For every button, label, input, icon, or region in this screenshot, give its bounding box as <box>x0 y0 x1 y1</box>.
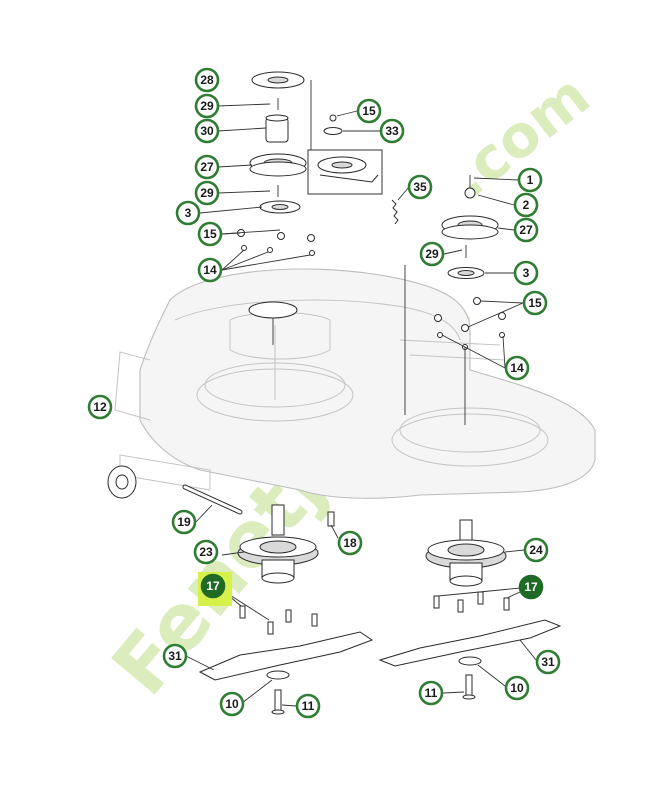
callout-29-label: 29 <box>200 186 214 200</box>
callout-27-label: 27 <box>519 223 533 237</box>
callout-2-label: 2 <box>523 198 530 212</box>
callout-10-label: 10 <box>225 697 239 711</box>
callout-31[interactable]: 31 <box>162 643 188 669</box>
callout-29[interactable]: 29 <box>419 241 445 267</box>
rod-19 <box>182 484 335 527</box>
callout-29-label: 29 <box>425 247 439 261</box>
callout-3-label: 3 <box>185 206 192 220</box>
callout-27[interactable]: 27 <box>194 154 220 180</box>
callout-15[interactable]: 15 <box>522 290 548 316</box>
callout-14[interactable]: 14 <box>504 355 530 381</box>
callout-3-label: 3 <box>523 266 530 280</box>
callout-19-label: 19 <box>177 515 191 529</box>
callout-24-label: 24 <box>529 543 543 557</box>
callout-33[interactable]: 33 <box>379 118 405 144</box>
right-pulley-stack <box>434 175 506 425</box>
callout-10-label: 10 <box>510 681 524 695</box>
callout-30[interactable]: 30 <box>194 118 220 144</box>
callout-3[interactable]: 3 <box>175 200 201 226</box>
callout-17[interactable]: 17 <box>518 574 544 600</box>
callout-17-label: 17 <box>206 579 220 593</box>
callout-35[interactable]: 35 <box>407 174 433 200</box>
callout-15-label: 15 <box>528 296 542 310</box>
callout-15-label: 15 <box>203 227 217 241</box>
callout-12[interactable]: 12 <box>87 394 113 420</box>
callout-15[interactable]: 15 <box>197 221 223 247</box>
idler-assembly <box>307 80 406 415</box>
callout-11-label: 11 <box>302 699 315 713</box>
callout-30-label: 30 <box>200 124 214 138</box>
callout-3[interactable]: 3 <box>513 260 539 286</box>
callout-28-label: 28 <box>200 73 214 87</box>
callout-17-highlighted[interactable]: 17 <box>200 573 226 599</box>
watermark-suffix: .com <box>437 61 602 211</box>
callout-2[interactable]: 2 <box>513 192 539 218</box>
callout-23[interactable]: 23 <box>193 539 219 565</box>
right-spindle <box>425 519 510 613</box>
callout-11-label: 11 <box>425 686 438 700</box>
callout-11[interactable]: 11 <box>418 680 444 706</box>
callout-15-label: 15 <box>362 104 376 118</box>
callout-31-label: 31 <box>168 649 182 663</box>
callout-12-label: 12 <box>93 400 107 414</box>
callout-18[interactable]: 18 <box>337 530 363 556</box>
callout-10[interactable]: 10 <box>504 675 530 701</box>
left-pulley-stack <box>237 71 315 345</box>
callout-14-label: 14 <box>510 361 524 375</box>
left-spindle <box>237 504 319 635</box>
callout-35-label: 35 <box>413 180 427 194</box>
mower-deck <box>107 268 596 499</box>
callout-19[interactable]: 19 <box>171 509 197 535</box>
callout-11[interactable]: 11 <box>295 693 321 719</box>
callout-29-label: 29 <box>200 99 214 113</box>
callout-29[interactable]: 29 <box>194 93 220 119</box>
callout-1-label: 1 <box>527 173 534 187</box>
callout-10[interactable]: 10 <box>219 691 245 717</box>
callout-31-label: 31 <box>541 655 555 669</box>
callout-14-label: 14 <box>203 263 217 277</box>
left-blade <box>198 631 374 715</box>
callout-15[interactable]: 15 <box>356 98 382 124</box>
callout-23-label: 23 <box>199 545 213 559</box>
callout-27[interactable]: 27 <box>513 217 539 243</box>
callout-28[interactable]: 28 <box>194 67 220 93</box>
callout-24[interactable]: 24 <box>523 537 549 563</box>
right-blade <box>378 619 562 700</box>
callout-1[interactable]: 1 <box>517 167 543 193</box>
callout-27-label: 27 <box>200 160 214 174</box>
callout-14[interactable]: 14 <box>197 257 223 283</box>
callout-31[interactable]: 31 <box>535 649 561 675</box>
callout-17-label: 17 <box>524 580 538 594</box>
callout-29[interactable]: 29 <box>194 180 220 206</box>
callout-33-label: 33 <box>385 124 399 138</box>
callout-18-label: 18 <box>343 536 357 550</box>
